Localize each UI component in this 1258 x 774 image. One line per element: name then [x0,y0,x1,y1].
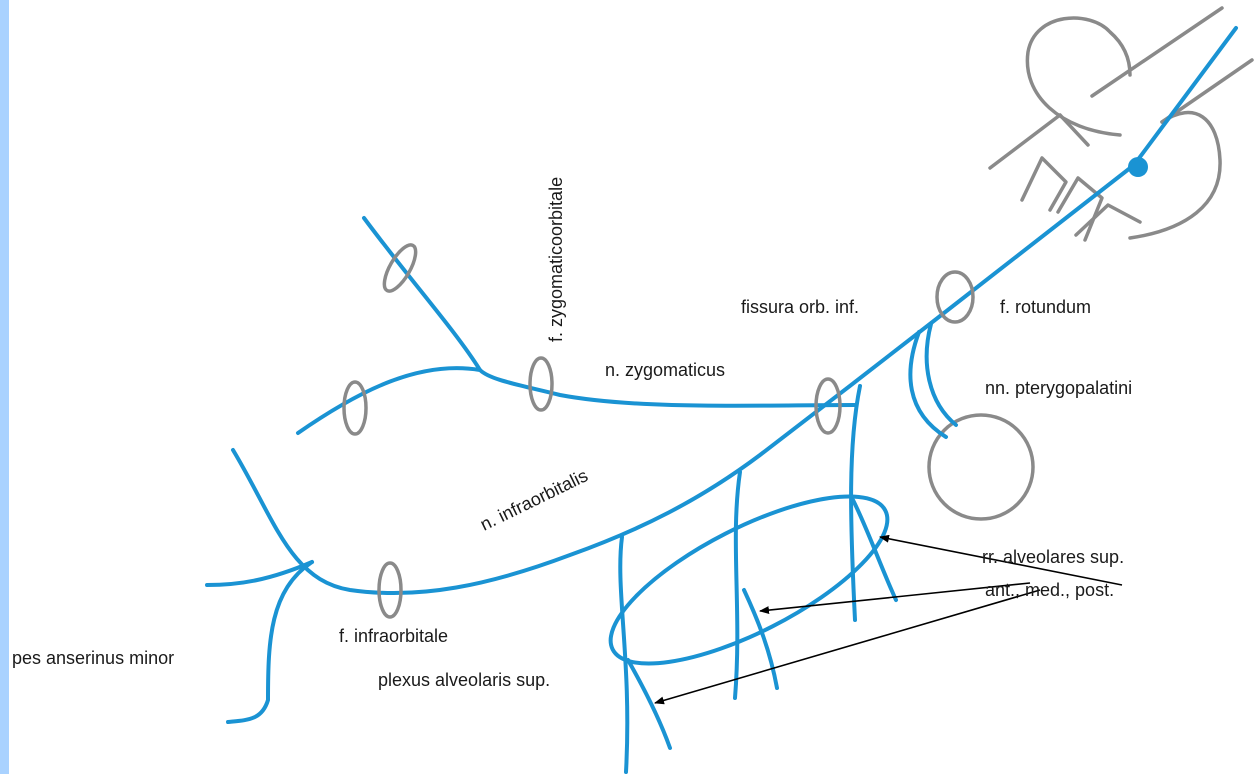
foramina [342,243,975,619]
foramen-ovale-shape [988,113,1090,170]
label-n-zygomaticus: n. zygomaticus [605,360,725,380]
label-n-infraorbitalis: n. infraorbitalis [477,465,591,534]
nerve-network [205,26,1238,774]
ganglion-dot [1128,157,1148,177]
zygomaticotemporal-branch [362,216,482,372]
label-ant-med-post: ant., med., post. [985,580,1114,600]
pes-anserinus-lower [226,560,314,724]
middle-alveolar-fork [742,588,779,690]
foramen-zygomaticoorbitale [528,356,554,412]
label-plexus-alveolaris-sup: plexus alveolaris sup. [378,670,550,690]
ganglion-lower-outline [1128,110,1222,240]
label-pes-anserinus-minor: pes anserinus minor [12,648,174,668]
pes-anserinus-upper [205,560,314,587]
label-f-rotundum: f. rotundum [1000,297,1091,317]
label-fissura-orb-inf: fissura orb. inf. [741,297,859,317]
arrow-to-anterior-alveolar [654,589,1041,705]
label-f-infraorbitale: f. infraorbitale [339,626,448,646]
foramen-zygomaticofacial [342,380,368,436]
arrow-to-middle-alveolar [759,582,1031,615]
pterygopalatine-nerve-1 [908,330,948,439]
label-f-zygomaticoorbitale: f. zygomaticoorbitale [546,177,566,342]
foramen-infraorbitale [377,561,403,619]
foramen-spinosum-shape-1 [1020,156,1068,212]
foramen-lacerum-shape [1074,203,1142,237]
pterygopalatine-ganglion [927,413,1035,521]
canal-wall-upper [1090,6,1224,98]
label-rr-alveolares-sup: rr. alveolares sup. [982,547,1124,567]
foramen-fissura-orbitalis [814,377,842,435]
foramen-zygomaticotemporal [382,243,418,293]
middle-alveolar-branch [733,470,742,700]
plexus-alveolaris-ellipse [608,494,890,666]
skull-base-outline [927,6,1254,521]
label-nn-pterygopalatini: nn. pterygopalatini [985,378,1132,398]
left-accent-bar [0,0,9,774]
anterior-alveolar-branch [618,535,630,774]
zygomatic-nerve [296,366,857,435]
posterior-alveolar-branch [849,384,862,622]
arrow-to-posterior-alveolar [879,534,1123,586]
anterior-alveolar-fork [626,658,672,750]
pterygopalatine-nerve-2 [924,322,958,427]
trigeminal-ganglion-outline [1025,16,1132,137]
maxillary-nerve-trunk [231,26,1238,596]
canal-wall-lower [1160,58,1254,124]
pointer-arrows [654,534,1123,705]
foramen-rotundum [935,270,975,324]
